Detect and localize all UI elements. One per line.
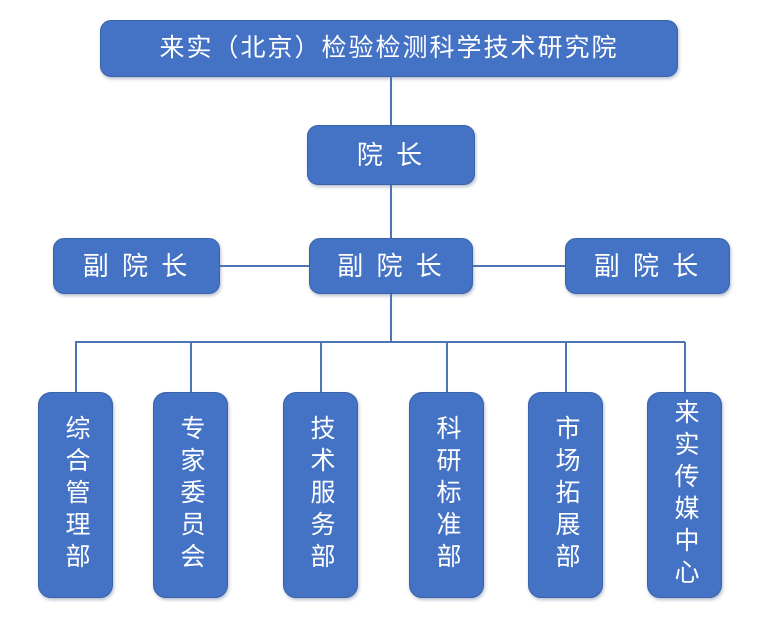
- dept-label: 科研标准部: [433, 415, 461, 575]
- connector-drop-1: [75, 342, 77, 392]
- connector-root-dean: [390, 77, 392, 125]
- connector-drop-5: [565, 342, 567, 392]
- org-root-node: 来实（北京）检验检测科学技术研究院: [100, 20, 678, 77]
- connector-vice-left: [220, 265, 309, 267]
- dept-node-market-expansion: 市场拓展部: [528, 392, 603, 598]
- connector-bus-line: [75, 341, 685, 343]
- dept-label: 专家委员会: [177, 415, 205, 575]
- connector-drop-3: [320, 342, 322, 392]
- dept-label: 市场拓展部: [552, 415, 580, 575]
- dept-node-expert-committee: 专家委员会: [153, 392, 228, 598]
- vice-dean-label-left: 副 院 长: [82, 251, 191, 281]
- connector-drop-2: [190, 342, 192, 392]
- dept-node-general-management: 综合管理部: [38, 392, 113, 598]
- dept-node-media-center: 来实传媒中心: [647, 392, 722, 598]
- org-root-label: 来实（北京）检验检测科学技术研究院: [159, 34, 619, 62]
- vice-dean-label-center: 副 院 长: [337, 251, 445, 281]
- connector-vice-right: [473, 265, 565, 267]
- connector-drop-4: [446, 342, 448, 392]
- dept-label: 来实传媒中心: [671, 399, 699, 591]
- dean-node: 院 长: [307, 125, 475, 185]
- vice-dean-node-center: 副 院 长: [309, 238, 473, 294]
- dept-node-technical-service: 技术服务部: [283, 392, 358, 598]
- dept-node-research-standards: 科研标准部: [409, 392, 484, 598]
- connector-vice-bus: [390, 294, 392, 342]
- vice-dean-label-right: 副 院 长: [593, 251, 702, 281]
- connector-drop-6: [684, 342, 686, 392]
- dean-label: 院 长: [356, 140, 426, 170]
- dept-label: 综合管理部: [62, 415, 90, 575]
- vice-dean-node-right: 副 院 长: [565, 238, 730, 294]
- dept-label: 技术服务部: [307, 415, 335, 575]
- vice-dean-node-left: 副 院 长: [53, 238, 220, 294]
- connector-dean-vice: [390, 185, 392, 238]
